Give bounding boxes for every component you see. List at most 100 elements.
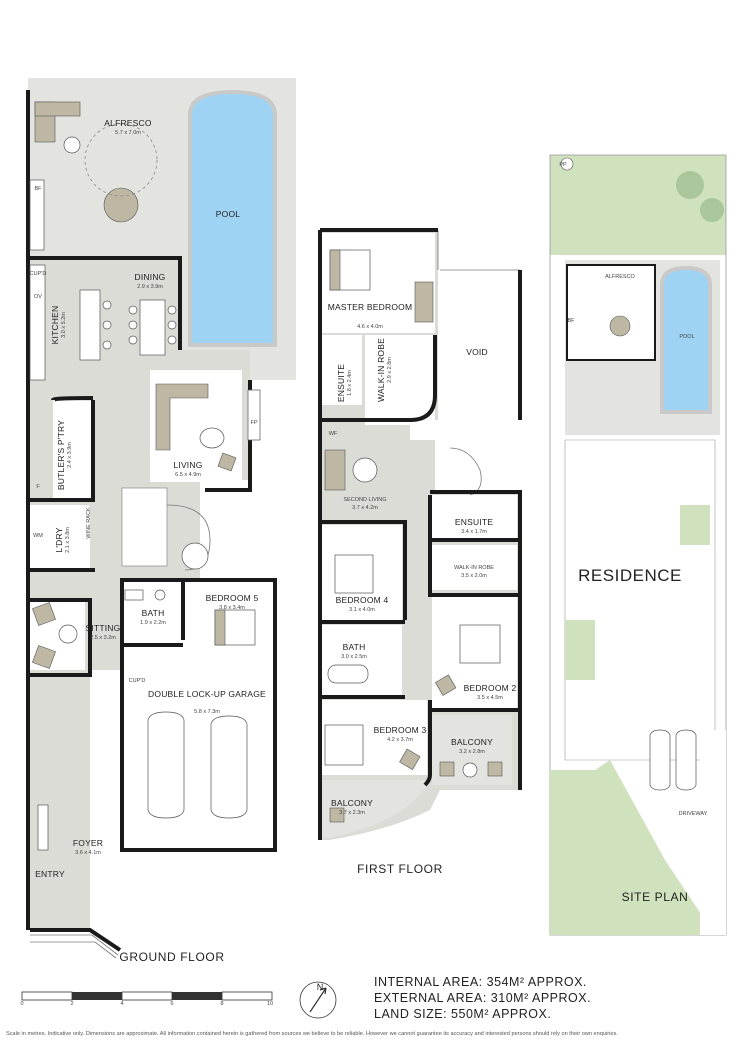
dining-label: DINING xyxy=(135,272,166,282)
site-rear-lawn xyxy=(550,155,726,255)
site-plan xyxy=(549,154,727,936)
ground-pool xyxy=(188,89,277,347)
balcony-3-label: BALCONY xyxy=(331,798,373,808)
kitchen-label: KITCHEN xyxy=(50,306,60,345)
scale-tick-0: 0 xyxy=(20,1001,23,1007)
bedroom5-label: BEDROOM 5 xyxy=(206,593,259,603)
pool-label: POOL xyxy=(216,209,240,219)
garage-cupd-label: CUP'D xyxy=(129,678,146,684)
laundry-floor xyxy=(30,505,90,570)
site-pool xyxy=(660,265,712,414)
internal-area: INTERNAL AREA: 354M² APPROX. xyxy=(374,975,587,989)
foyer-label: FOYER xyxy=(73,838,103,848)
wir-2-dims: 3.5 x 2.0m xyxy=(461,573,487,579)
balcony-3-floor xyxy=(322,780,430,838)
site-driveway-label: DRIVEWAY xyxy=(679,811,708,817)
bedroom5-dims: 3.8 x 3.4m xyxy=(219,605,245,611)
second-living-label: SECOND LIVING xyxy=(343,497,386,503)
bedroom4-bed xyxy=(334,554,374,594)
butlers-pantry-dims: 2.4 x 3.9m xyxy=(67,442,73,468)
ground-floor-title: GROUND FLOOR xyxy=(119,950,224,964)
site-residence-label: RESIDENCE xyxy=(578,566,682,585)
fireplace xyxy=(247,389,261,441)
bedroom3-dims: 4.2 x 3.7m xyxy=(387,737,413,743)
master-wir-label: WALK-IN ROBE xyxy=(376,338,386,402)
site-residence-outline xyxy=(564,439,716,761)
bath-dims: 1.9 x 2.2m xyxy=(140,620,166,626)
sitting-dims: 2.5 x 3.2m xyxy=(90,635,116,641)
scale-tick-10: 10 xyxy=(267,1001,273,1007)
dining-dims: 2.9 x 3.9m xyxy=(137,284,163,290)
bedroom2-label: BEDROOM 2 xyxy=(464,683,517,693)
balcony-3-dims: 3.7 x 2.3m xyxy=(339,810,365,816)
foyer-dims: 3.6 x 4.1m xyxy=(75,850,101,856)
ground-stairs xyxy=(121,487,168,567)
north-arrow: N xyxy=(299,981,337,1019)
wf-label: WF xyxy=(329,431,338,437)
master-ensuite-dims: 1.8 x 2.4m xyxy=(347,370,353,396)
garage-car-1 xyxy=(147,711,185,819)
laundry-label: L'DRY xyxy=(54,527,64,552)
dining-table xyxy=(139,299,166,356)
bedroom4-label: BEDROOM 4 xyxy=(336,595,389,605)
first-bath-dims: 3.0 x 2.5m xyxy=(341,654,367,660)
ground-floor-plan xyxy=(26,78,296,959)
alfresco-label: ALFRESCO xyxy=(104,118,152,128)
ensuite-2-dims: 3.4 x 1.7m xyxy=(461,529,487,535)
balcony-2-label: BALCONY xyxy=(451,737,493,747)
garage-label: DOUBLE LOCK-UP GARAGE xyxy=(148,689,266,699)
second-living-dims: 3.7 x 4.2m xyxy=(352,505,378,511)
site-bf-label: BF xyxy=(567,318,575,324)
site-alfresco-label: ALFRESCO xyxy=(605,274,635,280)
entry-label: ENTRY xyxy=(35,869,65,879)
living-dims: 6.5 x 4.9m xyxy=(175,472,201,478)
kitchen-counter xyxy=(29,264,46,381)
bedroom3-bed xyxy=(324,724,364,766)
bedroom4-dims: 3.1 x 4.0m xyxy=(349,607,375,613)
void-area xyxy=(440,270,520,470)
fridge-label: F xyxy=(36,484,40,490)
first-floor-title: FIRST FLOOR xyxy=(357,862,443,876)
bf-label: BF xyxy=(34,186,42,192)
second-living-sofa xyxy=(324,449,346,491)
master-bedroom-label: MASTER BEDROOM xyxy=(328,302,413,312)
void-label: VOID xyxy=(466,347,488,357)
balcony-2-dims: 3.2 x 2.8m xyxy=(459,749,485,755)
site-pool-label: POOL xyxy=(679,334,694,340)
kitchen-dims: 3.0 x 5.2m xyxy=(61,312,67,338)
site-front-garden xyxy=(550,760,715,935)
site-pp-label: PP xyxy=(559,162,567,168)
external-area: EXTERNAL AREA: 310M² APPROX. xyxy=(374,991,591,1005)
scale-bar: 0 2 4 6 8 10 xyxy=(20,991,273,1007)
master-ensuite-label: ENSUITE xyxy=(336,364,346,402)
scale-tick-4: 4 xyxy=(120,1001,123,1007)
fp-label: FP xyxy=(250,420,257,426)
scale-tick-6: 6 xyxy=(170,1001,173,1007)
entry-steps xyxy=(30,934,119,959)
north-label: N xyxy=(317,982,324,992)
site-plan-title: SITE PLAN xyxy=(622,890,689,904)
garage-car-2 xyxy=(210,715,248,819)
wine-rack-label: WINE RACK xyxy=(86,507,92,539)
disclaimer-footnote: Scale in metres. Indicative only. Dimens… xyxy=(6,1031,618,1037)
first-floor-plan xyxy=(318,228,522,840)
scale-tick-2: 2 xyxy=(70,1001,73,1007)
master-bedroom-dims: 4.6 x 4.0m xyxy=(357,324,383,330)
bath-label: BATH xyxy=(142,608,165,618)
butlers-pantry-label: BUTLER'S P'TRY xyxy=(56,420,66,490)
living-label: LIVING xyxy=(173,460,202,470)
bedroom2-dims: 3.5 x 4.5m xyxy=(477,695,503,701)
wm-label: WM xyxy=(33,533,43,539)
cupd-label: CUP'D xyxy=(30,271,47,277)
first-bath-label: BATH xyxy=(343,642,366,652)
laundry-dims: 2.1 x 3.8m xyxy=(65,527,71,553)
alfresco-table xyxy=(103,187,139,223)
master-wir-dims: 2.9 x 2.8m xyxy=(387,357,393,383)
garage-dims: 5.8 x 7.3m xyxy=(194,709,220,715)
sitting-label: SITTING xyxy=(86,623,121,633)
butlers-pantry-floor xyxy=(53,400,93,500)
living-sofa xyxy=(155,383,209,451)
scale-tick-8: 8 xyxy=(220,1001,223,1007)
oven-label: OV xyxy=(34,294,42,300)
